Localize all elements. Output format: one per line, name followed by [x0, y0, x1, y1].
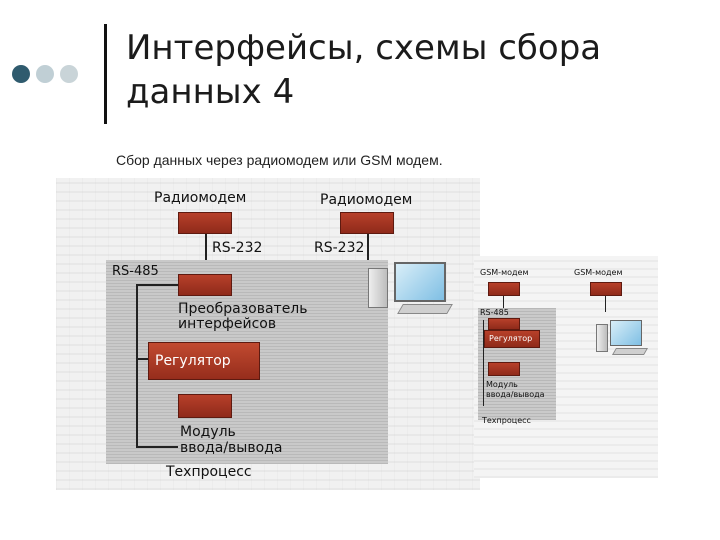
rs485-label: RS-485 — [480, 308, 509, 317]
radiomodem-label-2: Радиомодем — [320, 192, 413, 208]
bus-tap-bottom — [136, 446, 178, 448]
computer-tower — [368, 268, 388, 308]
radiomodem-label-1: Радиомодем — [154, 190, 247, 206]
io-module-label-line-1: Модуль — [180, 424, 236, 440]
rs232-line-1 — [205, 234, 207, 272]
rs232-label-2: RS-232 — [314, 240, 365, 256]
io-module-box — [178, 394, 232, 418]
radiomodem-diagram: Радиомодем Радиомодем RS-232 RS-232 RS-4… — [56, 178, 480, 490]
gsm-box-2 — [590, 282, 622, 296]
slide-subtitle: Сбор данных через радиомодем или GSM мод… — [116, 152, 443, 168]
bus-tap-top — [136, 284, 178, 286]
computer-monitor — [610, 320, 642, 346]
radiomodem-box-2 — [340, 212, 394, 234]
rs232-line-2 — [367, 234, 369, 274]
io-module-label: Модуль ввода/вывода — [486, 380, 545, 400]
regulator-label: Регулятор — [489, 334, 533, 343]
rs485-bus — [136, 284, 138, 448]
gsm-label-1: GSM-модем — [480, 268, 529, 277]
io-module-label-line-1: Модуль — [486, 380, 518, 389]
computer-tower — [596, 324, 608, 352]
converter-box — [488, 318, 520, 330]
rs485-bus — [483, 320, 484, 406]
dot-dark — [12, 65, 30, 83]
computer-keyboard — [611, 348, 649, 355]
gsm-diagram: GSM-модем GSM-модем RS-485 Регулятор Мод… — [474, 256, 658, 478]
title-line-2: данных 4 — [126, 72, 295, 112]
rs232-label-1: RS-232 — [212, 240, 263, 256]
process-label: Техпроцесс — [166, 464, 252, 480]
gsm-line-2 — [605, 296, 606, 312]
converter-label-line-1: Преобразователь — [178, 301, 308, 317]
bus-tap-mid — [136, 358, 148, 360]
io-module-box — [488, 362, 520, 376]
converter-label: Преобразователь интерфейсов — [178, 302, 308, 332]
io-module-label-line-2: ввода/вывода — [180, 440, 283, 456]
computer-icon — [592, 316, 652, 366]
computer-icon — [350, 262, 480, 322]
converter-label-line-2: интерфейсов — [178, 316, 277, 332]
gsm-box-1 — [488, 282, 520, 296]
computer-keyboard — [397, 304, 453, 314]
computer-monitor — [394, 262, 446, 302]
io-module-label-line-2: ввода/вывода — [486, 390, 545, 399]
decorative-dots — [12, 63, 96, 85]
dot-light — [36, 65, 54, 83]
gsm-label-2: GSM-модем — [574, 268, 623, 277]
gsm-line-1 — [503, 296, 504, 310]
title-divider — [104, 24, 107, 124]
regulator-box: Регулятор — [148, 342, 260, 380]
regulator-box: Регулятор — [484, 330, 540, 348]
regulator-label: Регулятор — [155, 353, 231, 369]
radiomodem-box-1 — [178, 212, 232, 234]
converter-box — [178, 274, 232, 296]
process-label: Техпроцесс — [482, 416, 531, 425]
dot-light — [60, 65, 78, 83]
rs485-label: RS-485 — [112, 264, 159, 279]
io-module-label: Модуль ввода/вывода — [180, 424, 282, 456]
slide-title: Интерфейсы, схемы сбора данных 4 — [126, 26, 686, 114]
title-line-1: Интерфейсы, схемы сбора — [126, 28, 602, 68]
